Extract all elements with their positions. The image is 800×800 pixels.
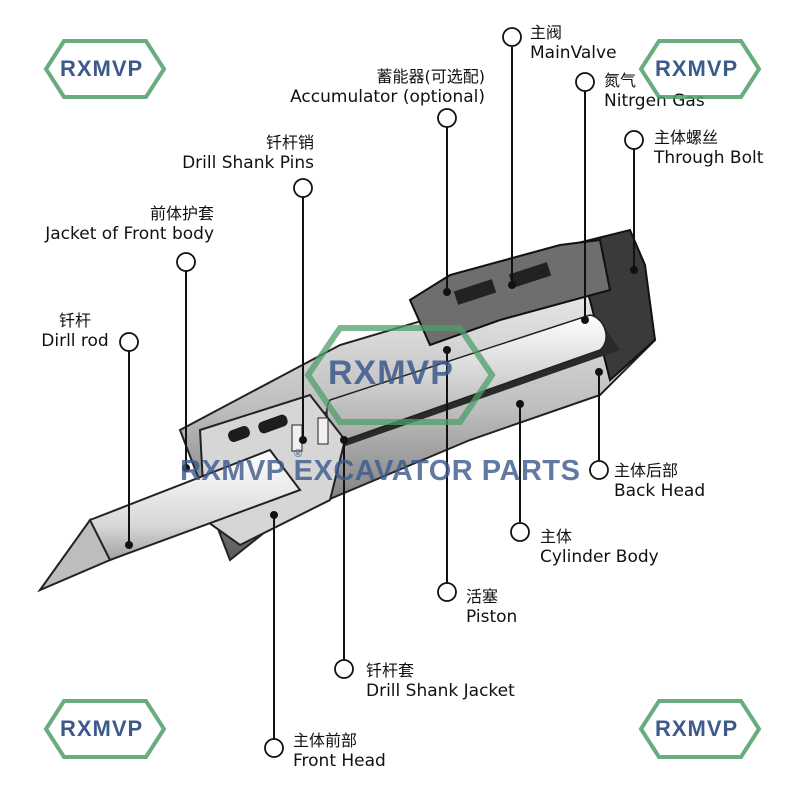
dot-front-head: [270, 511, 278, 519]
drill-shank-pins-en: Drill Shank Pins: [182, 153, 314, 173]
circle-jacket-front-body: [176, 252, 196, 272]
leader-lines: [128, 47, 635, 739]
circle-accumulator: [437, 108, 457, 128]
dot-jacket-front-body: [182, 464, 190, 472]
through-bolt-en: Through Bolt: [654, 148, 764, 168]
shank-pin-2: [317, 417, 329, 445]
dot-through-bolt: [630, 266, 638, 274]
watermark-badge-bottom-right: [638, 699, 762, 759]
circle-main-valve: [502, 27, 522, 47]
jacket-front-body-en: Jacket of Front body: [45, 224, 214, 244]
circle-back-head: [589, 460, 609, 480]
cylinder-body-zh: 主体: [540, 527, 573, 546]
main-valve-zh: 主阀: [530, 23, 563, 42]
label-front-head: 主体前部 Front Head: [293, 730, 386, 772]
dot-nitrogen-gas: [581, 316, 589, 324]
through-bolt-zh: 主体螺丝: [654, 128, 719, 147]
circle-nitrogen-gas: [575, 72, 595, 92]
drill-shank-jacket-zh: 钎杆套: [366, 661, 415, 680]
watermark-logo-top-right: RXMVP: [655, 56, 739, 81]
valve-port-2: [508, 262, 552, 288]
dot-piston: [443, 346, 451, 354]
watermark-logo-top-left: RXMVP: [60, 56, 144, 81]
label-drill-shank-jacket: 钎杆套 Drill Shank Jacket: [366, 660, 515, 702]
watermark-badge-top-left: [43, 39, 167, 99]
circle-front-head: [264, 738, 284, 758]
piston-en: Piston: [466, 607, 518, 627]
watermark-badge-center: [304, 325, 496, 425]
circle-drill-rod: [119, 332, 139, 352]
watermark-logo-center: RXMVP: [328, 354, 454, 392]
watermark-badge-top-right: [638, 39, 762, 99]
label-accumulator: 蓄能器(可选配) Accumulator (optional): [273, 66, 485, 108]
watermark-badge-bottom-left: [43, 699, 167, 759]
circle-drill-shank-pins: [293, 178, 313, 198]
label-through-bolt: 主体螺丝 Through Bolt: [654, 127, 763, 169]
cylinder-body-en: Cylinder Body: [540, 547, 659, 567]
watermark-banner: RXMVP EXCAVATOR PARTS: [180, 455, 581, 487]
circle-through-bolt: [624, 130, 644, 150]
dot-drill-shank-pins: [299, 436, 307, 444]
label-piston: 活塞 Piston: [466, 586, 517, 628]
watermark-logo-bottom-left: RXMVP: [60, 716, 144, 741]
drill-rod-tip: [37, 518, 112, 593]
leader-dots: [125, 266, 638, 549]
jacket-front-body-zh: 前体护套: [149, 204, 214, 223]
front-head-zh: 主体前部: [293, 731, 358, 750]
valve-port-1: [453, 279, 497, 305]
dot-drill-shank-jacket: [340, 436, 348, 444]
accumulator-en: Accumulator (optional): [290, 87, 485, 107]
label-circles: [119, 27, 644, 758]
back-head-en: Back Head: [614, 481, 706, 501]
label-drill-shank-pins: 钎杆销 Drill Shank Pins: [166, 132, 314, 174]
dot-main-valve: [508, 281, 516, 289]
drill-rod-en: Dirll rod: [41, 331, 109, 351]
circle-drill-shank-jacket: [334, 659, 354, 679]
drill-shank-jacket-en: Drill Shank Jacket: [366, 681, 515, 701]
drill-shank-pins-zh: 钎杆销: [265, 133, 314, 152]
main-valve-en: MainValve: [530, 43, 617, 63]
back-head-zh: 主体后部: [614, 461, 679, 480]
dot-accumulator: [443, 288, 451, 296]
jacket-slot-2: [258, 414, 288, 434]
dot-back-head: [595, 368, 603, 376]
accumulator-zh: 蓄能器(可选配): [376, 67, 486, 86]
label-main-valve: 主阀 MainValve: [530, 22, 617, 64]
jacket-slot-1: [228, 426, 250, 442]
label-drill-rod: 钎杆 Dirll rod: [38, 310, 112, 352]
front-head-en: Front Head: [293, 751, 386, 771]
dot-drill-rod: [125, 541, 133, 549]
label-back-head: 主体后部 Back Head: [614, 460, 705, 502]
valve-block-shape: [408, 238, 612, 347]
circle-piston: [437, 582, 457, 602]
watermark-logo-bottom-right: RXMVP: [655, 716, 739, 741]
watermark-registered-mark: ®: [294, 448, 304, 460]
circle-cylinder-body: [510, 522, 530, 542]
nitrogen-gas-zh: 氮气: [604, 71, 637, 90]
piston-zh: 活塞: [466, 587, 499, 606]
label-cylinder-body: 主体 Cylinder Body: [540, 526, 659, 568]
dot-cylinder-body: [516, 400, 524, 408]
label-jacket-front-body: 前体护套 Jacket of Front body: [24, 203, 214, 245]
drill-rod-zh: 钎杆: [58, 311, 91, 330]
